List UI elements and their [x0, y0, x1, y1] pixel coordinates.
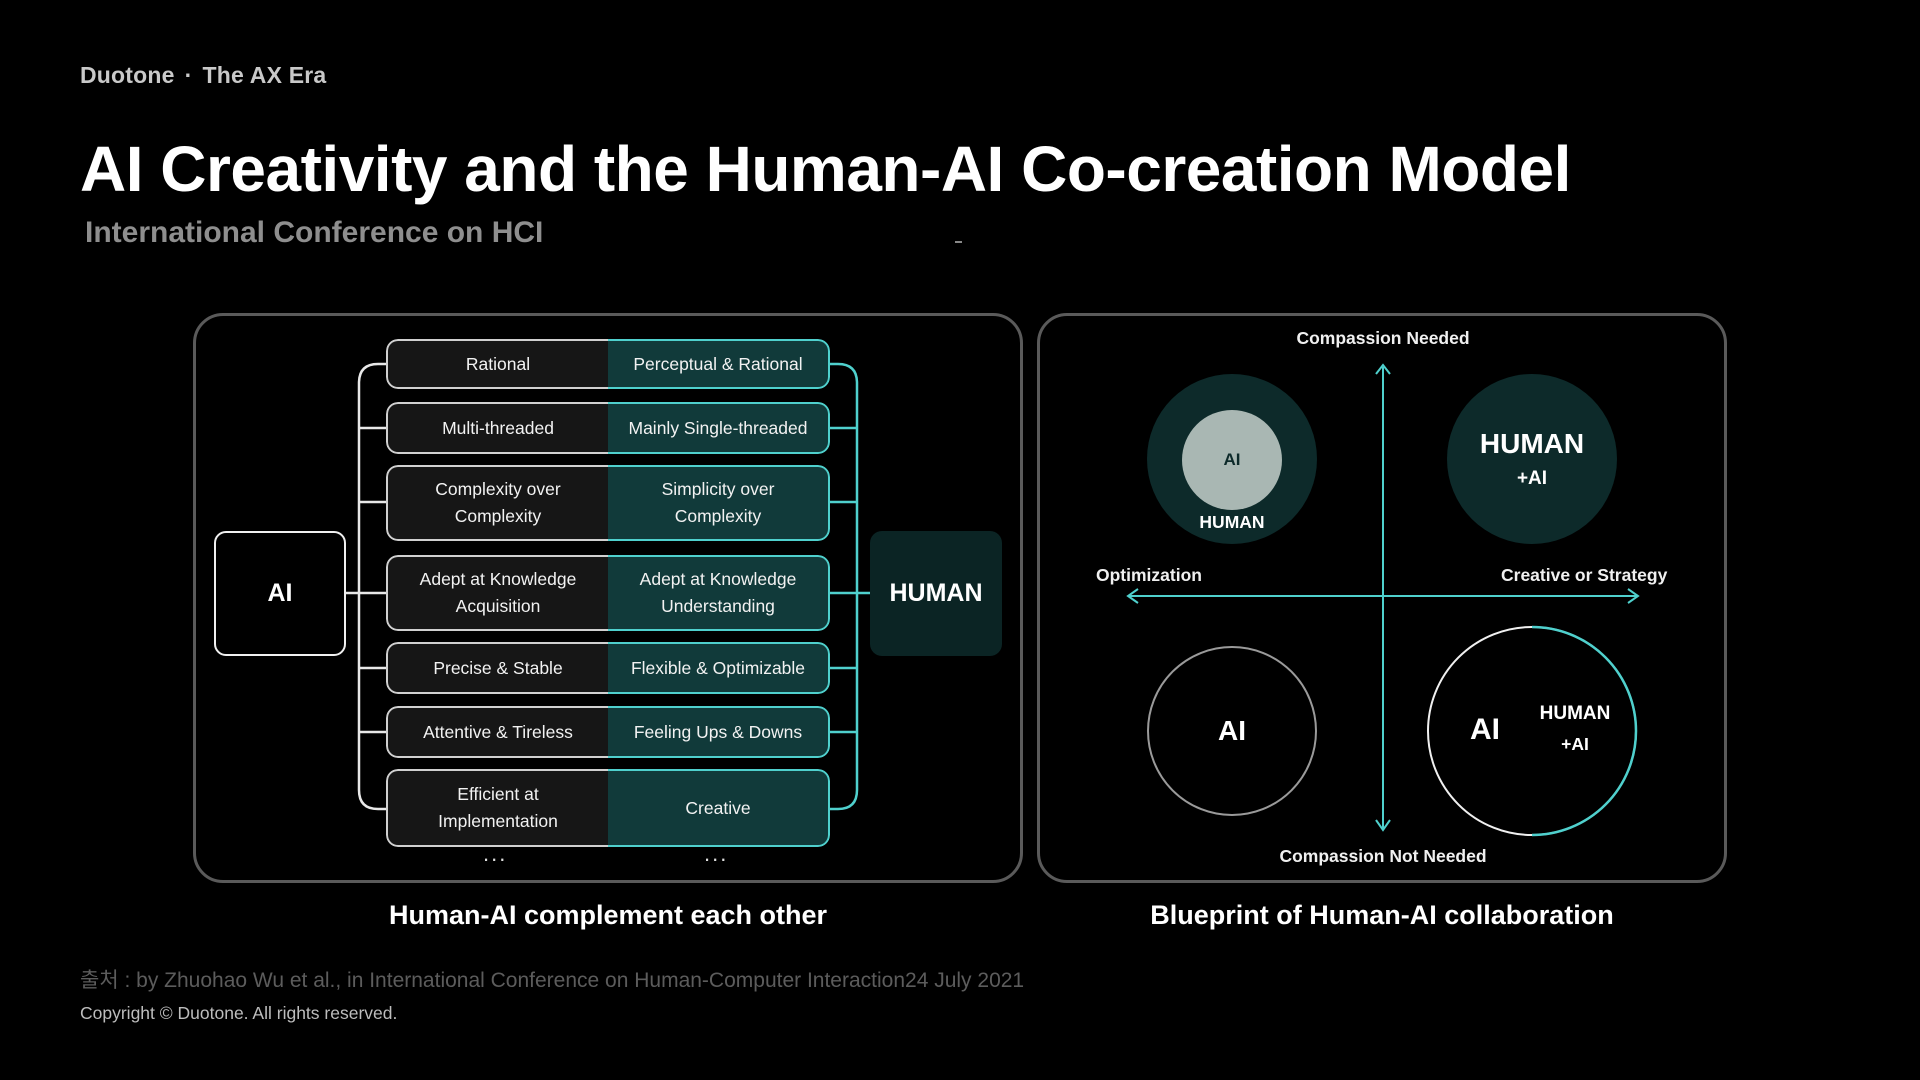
quadrant-ai-only: AI [1147, 646, 1317, 816]
ai-led-human-label: HUMAN [1539, 703, 1611, 724]
human-trait: Feeling Ups & Downs [608, 706, 830, 758]
comparison-row: Efficient at Implementation Creative [386, 769, 830, 847]
axis-label-top: Compassion Needed [1296, 328, 1470, 348]
section-name: The AX Era [202, 62, 327, 88]
axis-label-left: Optimization [1096, 565, 1202, 585]
comparison-row: Rational Perceptual & Rational [386, 339, 830, 389]
ai-led-plus-label: +AI [1561, 734, 1589, 754]
ai-trait: Adept at Knowledge Acquisition [386, 555, 608, 631]
ai-trait: Complexity over Complexity [386, 465, 608, 541]
page-title: AI Creativity and the Human-AI Co-creati… [80, 133, 1571, 205]
ai-node: AI [214, 531, 346, 656]
human-trait: Perceptual & Rational [608, 339, 830, 389]
human-trait: Mainly Single-threaded [608, 402, 830, 454]
brand-separator: · [184, 62, 193, 88]
header-brand: Duotone · The AX Era [80, 62, 326, 89]
quadrant-human-plus-ai: HUMAN +AI [1447, 374, 1617, 544]
comparison-row: Adept at Knowledge Acquisition Adept at … [386, 555, 830, 631]
comparison-row: Attentive & Tireless Feeling Ups & Downs [386, 706, 830, 758]
human-trait: Flexible & Optimizable [608, 642, 830, 694]
ai-trait: Multi-threaded [386, 402, 608, 454]
human-trait: Simplicity over Complexity [608, 465, 830, 541]
human-ellipsis: ... [704, 841, 729, 866]
human-plus-ai-sub: +AI [1516, 468, 1548, 489]
axis-label-bottom: Compassion Not Needed [1279, 846, 1487, 866]
ai-inner-circle: AI [1182, 410, 1282, 510]
axis-label-right: Creative or Strategy [1501, 565, 1668, 585]
human-plus-ai-title: HUMAN [1479, 428, 1585, 459]
ai-trait: Efficient at Implementation [386, 769, 608, 847]
ai-ellipsis: ... [483, 841, 508, 866]
complement-panel [193, 313, 1023, 883]
blueprint-caption: Blueprint of Human-AI collaboration [1150, 900, 1614, 930]
ai-trait: Precise & Stable [386, 642, 608, 694]
blueprint-panel [1037, 313, 1727, 883]
source-citation: 출처 : by Zhuohao Wu et al., in Internatio… [80, 969, 1025, 992]
ai-trait: Rational [386, 339, 608, 389]
human-trait: Adept at Knowledge Understanding [608, 555, 830, 631]
comparison-row: Precise & Stable Flexible & Optimizable [386, 642, 830, 694]
decorative-dash [955, 241, 962, 243]
comparison-row: Complexity over Complexity Simplicity ov… [386, 465, 830, 541]
ai-led-main-label: AI [1470, 713, 1500, 746]
human-node: HUMAN [870, 531, 1002, 656]
human-trait: Creative [608, 769, 830, 847]
human-outer-label: HUMAN [1199, 512, 1265, 532]
comparison-row: Multi-threaded Mainly Single-threaded [386, 402, 830, 454]
copyright: Copyright © Duotone. All rights reserved… [80, 1003, 398, 1023]
page-subtitle: International Conference on HCI [85, 216, 544, 249]
brand-name: Duotone [80, 62, 175, 88]
complement-caption: Human-AI complement each other [388, 900, 828, 930]
ai-trait: Attentive & Tireless [386, 706, 608, 758]
